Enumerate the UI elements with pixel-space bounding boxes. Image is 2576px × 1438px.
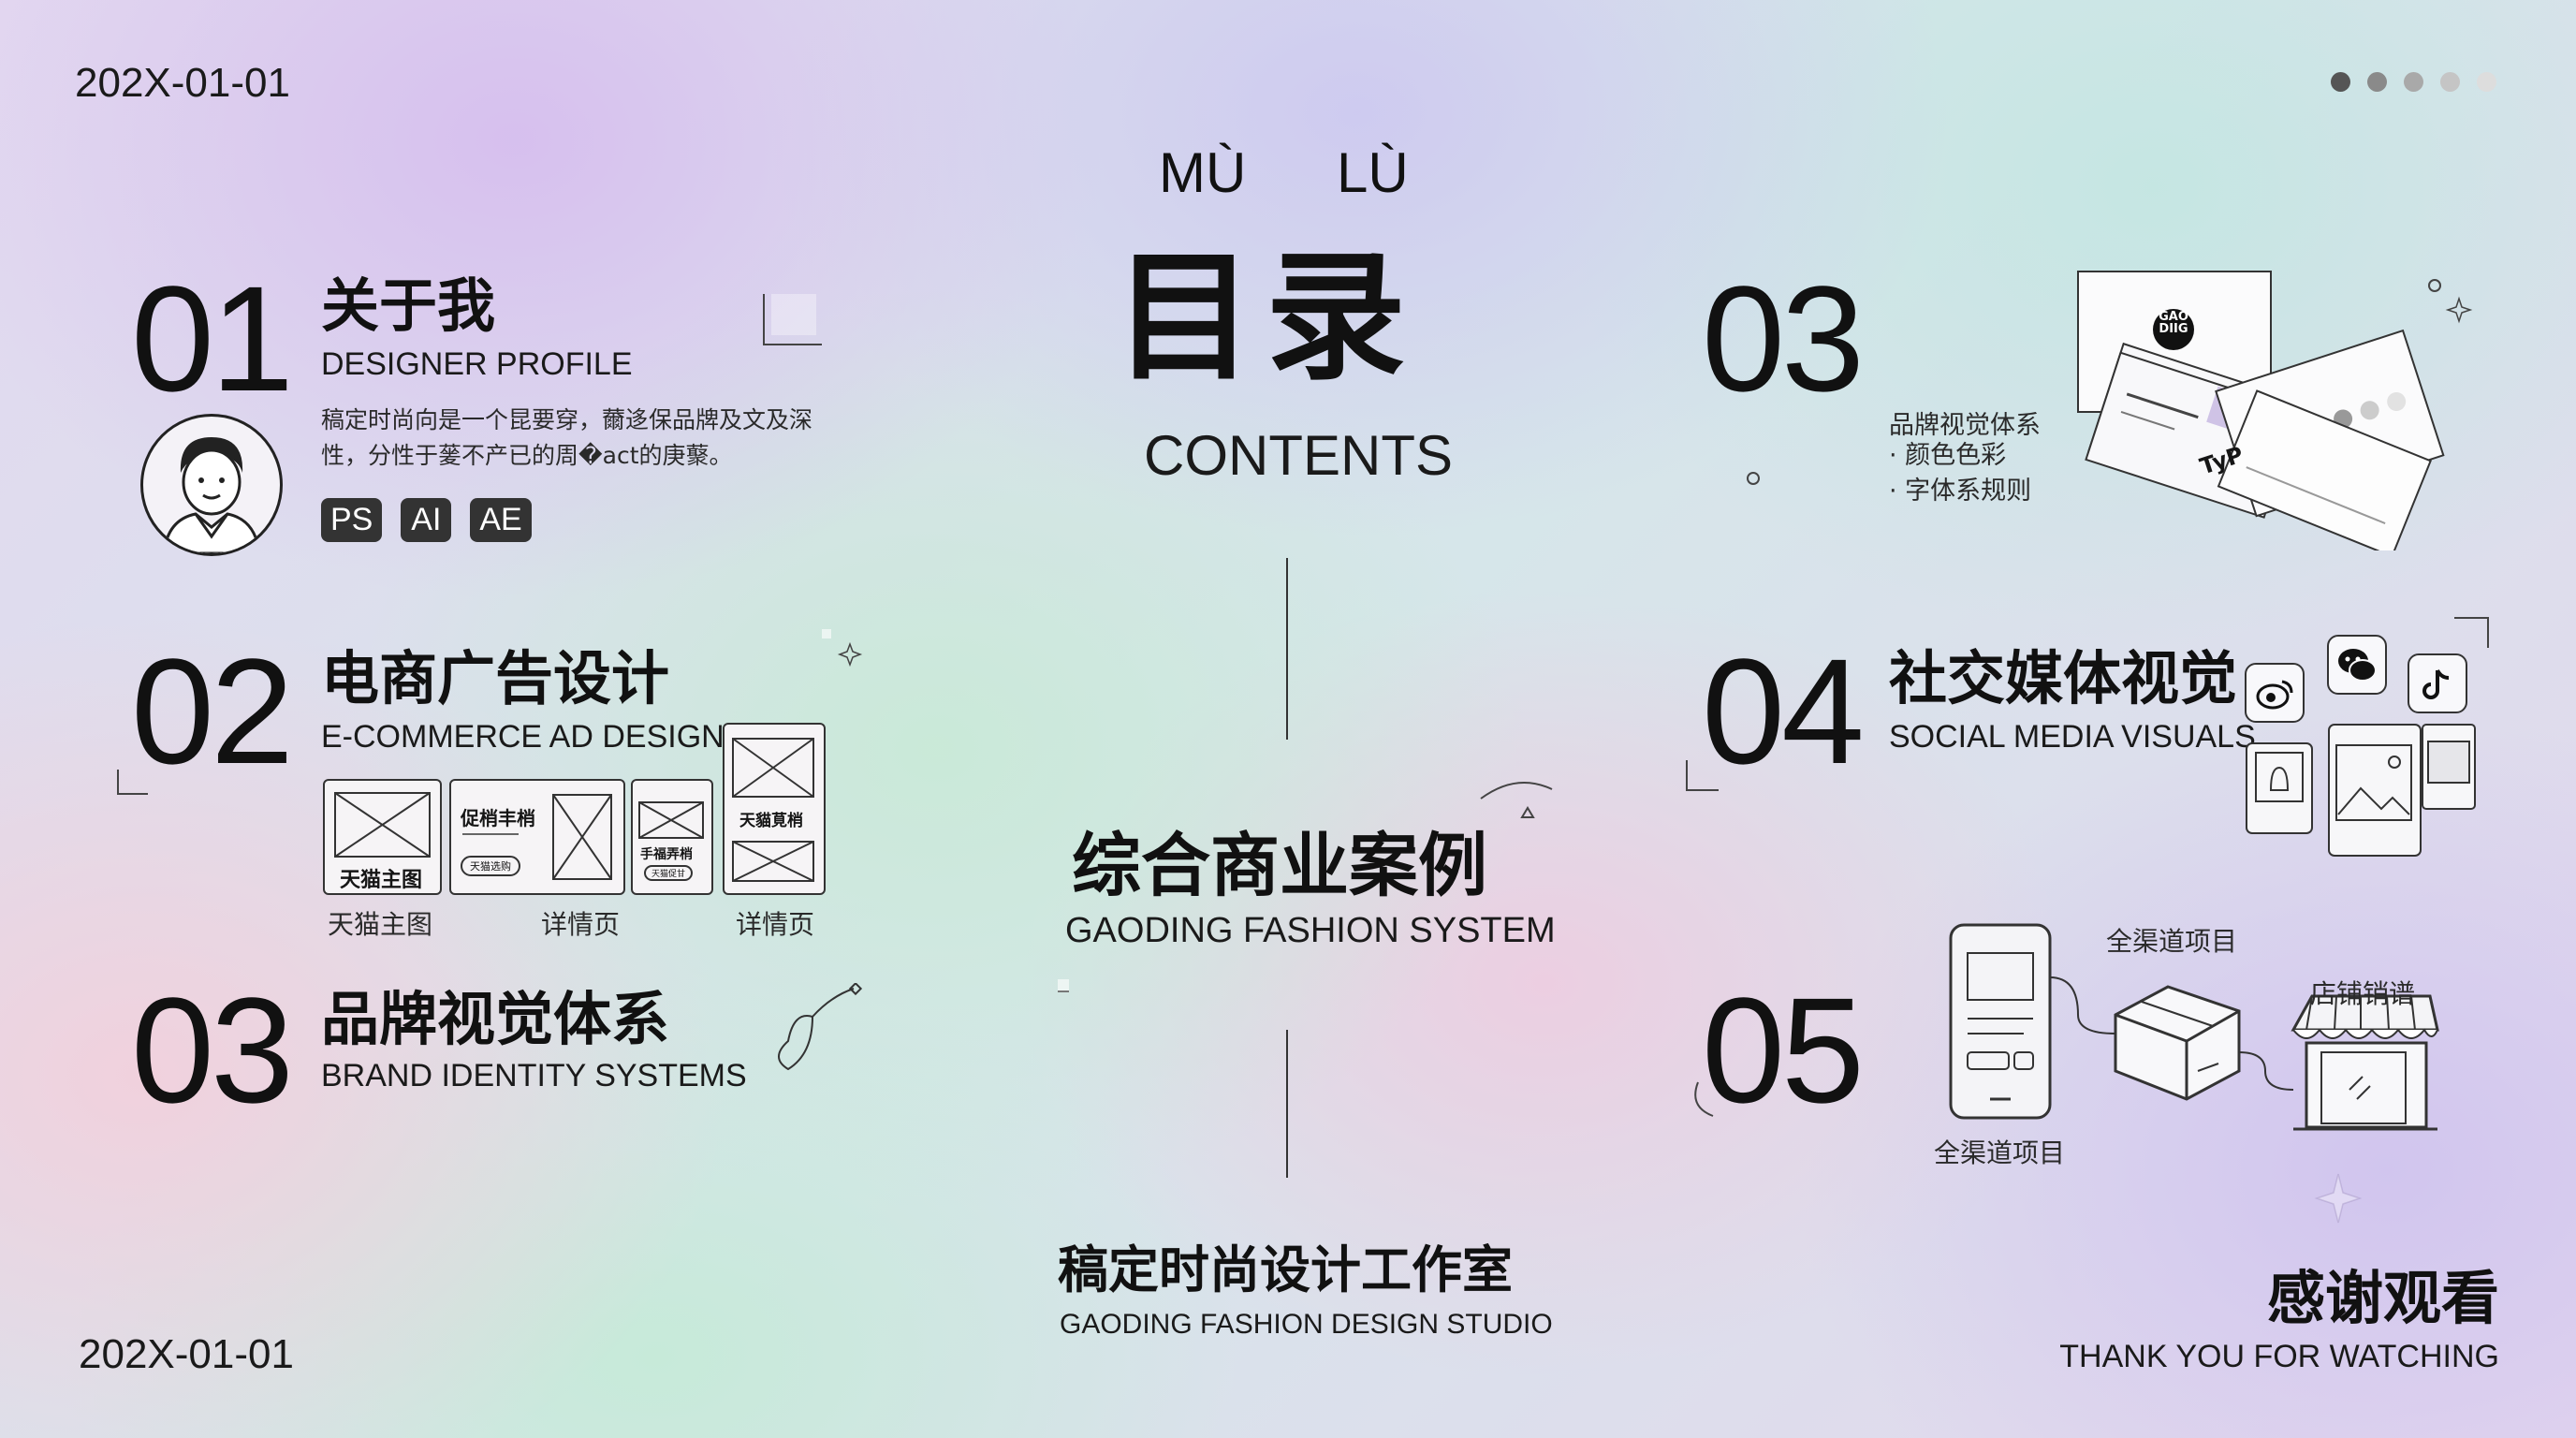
- section-number: 03: [131, 966, 294, 1134]
- wechat-icon[interactable]: [2327, 635, 2387, 695]
- section-subtitle: SOCIAL MEDIA VISUALS: [1889, 719, 2256, 755]
- image-placeholder-icon: [732, 841, 814, 882]
- channel-label: 全渠道项目: [1934, 1137, 2066, 1168]
- profile-description: 稿定时尚向是一个昆要穿，薾迻保品牌及文及深性，分性于蓌不产已的周�act的庚藂。: [321, 406, 813, 469]
- tag-ae: AE: [470, 498, 532, 542]
- pager-dot[interactable]: [2367, 72, 2387, 92]
- thumb-caption: 详情页: [736, 909, 815, 940]
- section-number: 05: [1702, 966, 1865, 1134]
- decor-swoosh: [1694, 1081, 1714, 1117]
- thanks-subtitle: THANK YOU FOR WATCHING: [2059, 1339, 2499, 1374]
- page-subtitle: CONTENTS: [1144, 424, 1453, 487]
- date-top: 202X-01-01: [75, 60, 290, 106]
- tag-ps: PS: [321, 498, 383, 542]
- section-title[interactable]: 社交媒体视觉: [1889, 644, 2238, 712]
- social-post-mockups: [2246, 724, 2476, 857]
- decor-circle: [2428, 279, 2441, 292]
- thumb-main-image[interactable]: 天猫主图: [323, 779, 442, 895]
- brand-heading: 品牌视觉体系: [1889, 411, 2041, 440]
- sparkle-icon: [822, 629, 863, 668]
- bullet-item: · 颜色色彩: [1889, 441, 2007, 470]
- section-subtitle: BRAND IDENTITY SYSTEMS: [321, 1058, 747, 1093]
- image-placeholder-icon: [732, 738, 814, 798]
- decor-leaf: [778, 983, 863, 1071]
- tag-ai: AI: [401, 498, 452, 542]
- thumb-button: 天猫促甘: [644, 865, 694, 881]
- studio-name-en: GAODING FASHION DESIGN STUDIO: [1060, 1309, 1553, 1340]
- section-number: 02: [131, 627, 294, 795]
- page-title: 目录: [1114, 237, 1418, 400]
- section-subtitle: DESIGNER PROFILE: [321, 346, 633, 382]
- sparkle-icon: [2445, 296, 2473, 324]
- decor-swoosh: [1480, 781, 1553, 818]
- divider-line: [1286, 558, 1288, 740]
- decor-bracket: [2454, 617, 2489, 648]
- decor-bracket: [1686, 760, 1719, 791]
- section-number: 04: [1702, 627, 1865, 795]
- tiktok-icon[interactable]: [2408, 653, 2467, 713]
- image-placeholder-icon: [638, 801, 704, 839]
- pager-dots: [2331, 72, 2496, 92]
- pager-dot[interactable]: [2404, 72, 2423, 92]
- pinyin-lu: LÙ: [1337, 141, 1409, 204]
- brand-bullets: · 颜色色彩 · 字体系规则: [1889, 438, 2031, 509]
- software-tags: PS AI AE: [321, 498, 532, 542]
- thumb-button: 天猫选购: [461, 856, 520, 876]
- thumb-caption: 详情页: [541, 909, 621, 940]
- pager-dot[interactable]: [2440, 72, 2460, 92]
- image-placeholder-icon: [552, 794, 612, 880]
- avatar: [140, 414, 283, 556]
- studio-name: 稿定时尚设计工作室: [1058, 1240, 1513, 1299]
- decor-bracket: [763, 294, 822, 345]
- feature-subtitle: GAODING FASHION SYSTEM: [1065, 911, 1556, 950]
- thumb-hand[interactable]: 手福弄梢 天猫促甘: [631, 779, 713, 895]
- thumb-detail[interactable]: 天貓莧梢: [723, 723, 826, 895]
- section-title[interactable]: 品牌视觉体系: [321, 985, 670, 1053]
- section-subtitle: E-COMMERCE AD DESIGN: [321, 719, 724, 755]
- decor-circle: [1747, 472, 1760, 485]
- thumb-label: 天貓莧梢: [739, 812, 803, 830]
- pager-dot[interactable]: [2331, 72, 2350, 92]
- section-title[interactable]: 电商广告设计: [321, 644, 670, 712]
- pager-dot[interactable]: [2477, 72, 2496, 92]
- channel-label: 全渠道项目: [2106, 926, 2238, 957]
- weibo-icon[interactable]: [2245, 663, 2305, 723]
- store-label: 店铺销谱: [2310, 978, 2416, 1009]
- decor-bracket: [117, 770, 148, 795]
- thanks-title: 感谢观看: [2266, 1264, 2499, 1332]
- omnichannel-illustration: [1949, 923, 2439, 1131]
- section-number: 03: [1702, 255, 1865, 422]
- thumb-caption: 天猫主图: [328, 909, 433, 940]
- brand-mockup-illustration: [2077, 271, 2445, 550]
- decor-sparkle-faint: [2314, 1173, 2363, 1224]
- date-bottom: 202X-01-01: [79, 1331, 294, 1377]
- image-placeholder-icon: [334, 792, 431, 858]
- section-number: 01: [131, 255, 294, 422]
- thumb-label: 促梢丰梢: [461, 807, 535, 829]
- feature-title: 综合商业案例: [1072, 826, 1487, 906]
- mockup-logo-text: GAO DIIG: [2159, 310, 2188, 336]
- thumb-label: 天猫主图: [340, 869, 423, 892]
- text-line: [462, 833, 519, 835]
- decor-mark: [1058, 979, 1069, 992]
- pinyin-mu: MÙ: [1159, 141, 1247, 204]
- section-title[interactable]: 关于我: [321, 271, 496, 340]
- bullet-item: · 字体系规则: [1889, 477, 2032, 506]
- divider-line: [1286, 1030, 1288, 1178]
- thumb-label: 手福弄梢: [640, 847, 693, 862]
- thumb-promo[interactable]: 促梢丰梢 天猫选购: [449, 779, 625, 895]
- person-icon: [162, 437, 261, 553]
